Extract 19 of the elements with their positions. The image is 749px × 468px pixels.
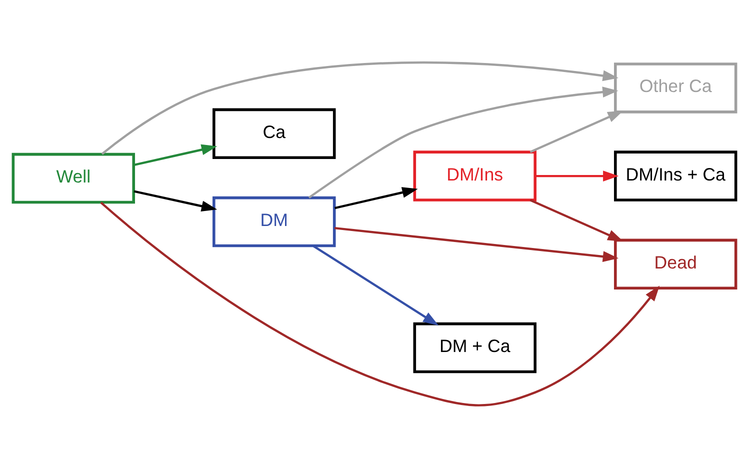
node-box: Dead: [614, 238, 738, 290]
arrow: [530, 199, 624, 242]
node-box: Well: [12, 152, 136, 204]
arrow: [100, 202, 660, 406]
node-box: Ca: [212, 108, 336, 160]
arrow: [536, 170, 619, 182]
arrow: [134, 190, 218, 212]
arrow: [134, 144, 218, 166]
arrow: [334, 226, 618, 262]
arrow: [101, 61, 618, 155]
node-box: DM/Ins: [413, 150, 536, 202]
arrow: [308, 86, 618, 199]
arrow: [530, 110, 624, 153]
node-box: DM + Ca: [413, 322, 536, 374]
node-box: DM/Ins + Ca: [614, 150, 738, 202]
arrow: [334, 187, 418, 210]
node-box: Other Ca: [614, 62, 738, 114]
node-box: DM: [212, 196, 336, 248]
arrow: [312, 244, 439, 326]
